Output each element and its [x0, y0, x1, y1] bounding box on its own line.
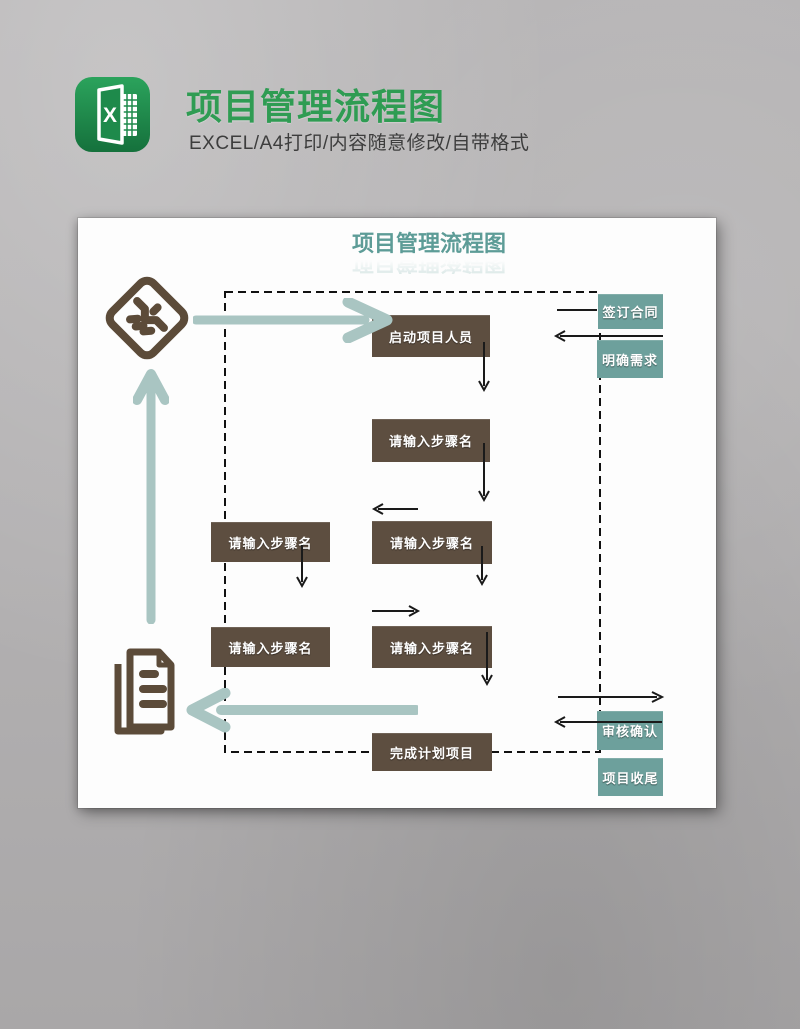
node-step-2: 请输入步骤名 — [372, 521, 492, 564]
canvas-title: 项目管理流程图 项目管理流程图 — [331, 231, 527, 274]
arrow-stepleft1-down — [296, 545, 308, 589]
node-sign-contract: 签订合同 — [598, 294, 663, 329]
arrow-step1-down — [478, 443, 490, 503]
connector-arrows — [296, 309, 665, 728]
arrow-review-left — [553, 716, 662, 728]
teal-arrow-right — [193, 298, 393, 343]
arrow-step2-down — [476, 546, 488, 587]
excel-icon: X — [75, 77, 150, 152]
handshake-icon — [102, 272, 192, 366]
arrow-left-into-step2 — [371, 503, 418, 515]
node-step-3: 请输入步骤名 — [372, 626, 492, 668]
dashed-frame — [224, 291, 601, 753]
arrow-right-into-step3 — [372, 605, 421, 617]
arrow-requirements-left — [553, 330, 663, 342]
node-finish: 完成计划项目 — [372, 733, 492, 771]
excel-icon-letter: X — [103, 104, 117, 127]
node-review-confirm: 审核确认 — [597, 711, 663, 750]
node-step-left-2: 请输入步骤名 — [211, 627, 330, 667]
page-subtitle: EXCEL/A4打印/内容随意修改/自带格式 — [189, 133, 530, 154]
arrow-step3-down — [481, 632, 493, 687]
arrow-start-down — [478, 342, 490, 393]
teal-arrow-up — [133, 369, 169, 624]
node-requirements: 明确需求 — [597, 340, 663, 378]
arrow-review-right — [558, 691, 665, 703]
template-preview-canvas: 项目管理流程图 项目管理流程图 启动项目人员 请输入步骤名 请输入步骤名 请输入… — [78, 218, 716, 808]
node-step-1: 请输入步骤名 — [372, 419, 490, 462]
documents-icon — [108, 644, 180, 740]
canvas-title-text: 项目管理流程图 — [351, 231, 506, 256]
page-title: 项目管理流程图 — [186, 86, 446, 127]
node-step-left-1: 请输入步骤名 — [211, 522, 330, 562]
teal-arrow-left — [186, 688, 418, 733]
node-project-closing: 项目收尾 — [598, 758, 663, 796]
